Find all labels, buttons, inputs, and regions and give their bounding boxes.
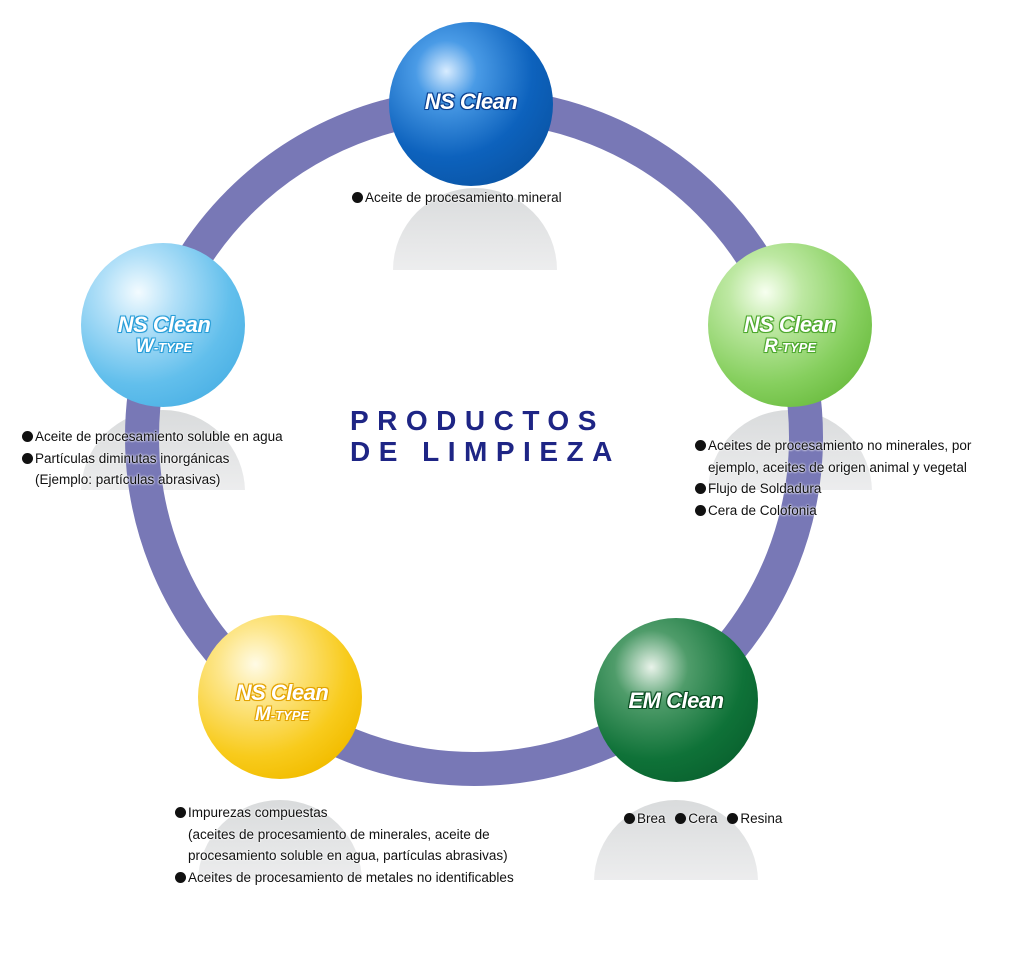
notes-ns-clean-m-type: Impurezas compuestas (aceites de procesa… bbox=[175, 802, 514, 888]
sphere-ns-clean-m-type[interactable] bbox=[198, 615, 362, 779]
sphere-reflection-em-clean bbox=[594, 800, 758, 880]
note-item: Aceite de procesamiento mineral bbox=[352, 187, 562, 209]
sphere-ns-clean-r-type[interactable] bbox=[708, 243, 872, 407]
title-line-1: PRODUCTOS bbox=[350, 405, 605, 436]
title-line-2: DE LIMPIEZA bbox=[350, 436, 621, 467]
note-continuation: (aceites de procesamiento de minerales, … bbox=[188, 826, 490, 842]
diagram-title: PRODUCTOS DE LIMPIEZA bbox=[350, 405, 621, 467]
bullet-icon bbox=[675, 813, 687, 824]
note-continuation: ejemplo, aceites de origen animal y vege… bbox=[708, 459, 967, 475]
note-item: Partículas diminutas inorgánicas bbox=[22, 448, 283, 470]
bullet-icon bbox=[695, 440, 706, 451]
note-item: Brea bbox=[624, 811, 666, 826]
notes-ns-clean-w-type: Aceite de procesamiento soluble en agua … bbox=[22, 426, 283, 491]
bullet-icon bbox=[22, 431, 33, 442]
note-item: Impurezas compuestas bbox=[175, 802, 514, 824]
notes-ns-clean: Aceite de procesamiento mineral bbox=[352, 187, 562, 209]
note-item: Cera de Colofonia bbox=[695, 500, 971, 522]
notes-ns-clean-r-type: Aceites de procesamiento no minerales, p… bbox=[695, 435, 971, 521]
note-continuation: procesamiento soluble en agua, partícula… bbox=[188, 848, 508, 863]
note-continuation: (Ejemplo: partículas abrasivas) bbox=[35, 472, 221, 487]
bullet-icon bbox=[175, 871, 186, 883]
bullet-icon bbox=[22, 452, 33, 464]
bullet-icon bbox=[352, 192, 363, 203]
bullet-icon bbox=[695, 483, 706, 494]
bullet-icon bbox=[175, 807, 186, 818]
notes-em-clean: Brea Cera Resina bbox=[624, 808, 788, 830]
sphere-reflection-w-type bbox=[81, 410, 245, 490]
sphere-reflection-m-type bbox=[198, 800, 362, 880]
bullet-icon bbox=[624, 813, 635, 824]
note-item: Flujo de Soldadura bbox=[695, 478, 971, 500]
bullet-icon bbox=[695, 504, 706, 516]
note-item: Resina bbox=[727, 811, 782, 826]
note-item: Cera bbox=[675, 811, 718, 826]
sphere-em-clean[interactable] bbox=[594, 618, 758, 782]
note-item: Aceite de procesamiento soluble en agua bbox=[22, 426, 283, 448]
bullet-icon bbox=[727, 813, 739, 824]
sphere-reflection-ns-clean bbox=[393, 188, 557, 270]
sphere-ns-clean-w-type[interactable] bbox=[81, 243, 245, 407]
sphere-ns-clean[interactable] bbox=[389, 22, 553, 186]
note-item: Aceites de procesamiento no minerales, p… bbox=[695, 435, 971, 457]
note-item: Aceites de procesamiento de metales no i… bbox=[175, 867, 514, 889]
